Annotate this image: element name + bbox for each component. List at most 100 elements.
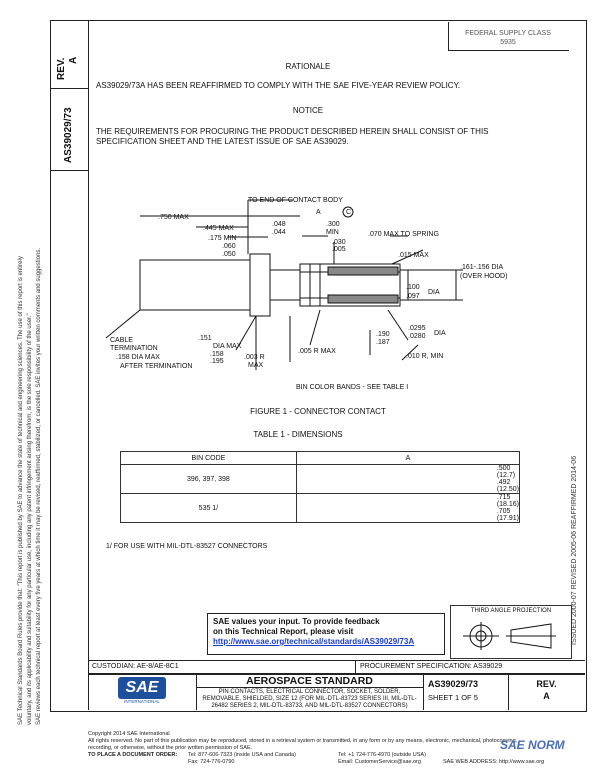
title-rev-value: A: [543, 691, 550, 701]
docnum-divider: [50, 170, 88, 171]
dim-060: .060: [222, 243, 236, 250]
dim-048: .048: [272, 221, 286, 228]
label-c: C: [346, 209, 351, 216]
footer-rights: All rights reserved. No part of this pub…: [88, 738, 518, 744]
label-a: A: [316, 209, 321, 216]
dim-0280: .0280: [408, 333, 426, 340]
neck: [269, 269, 301, 301]
left-revision-column: [50, 20, 89, 710]
dim-0295: .0295: [408, 325, 426, 332]
procurement-spec: PROCUREMENT SPECIFICATION: AS39029: [360, 663, 503, 670]
footer-tel2: Tel: +1 724-776-4970 (outside USA): [338, 752, 426, 758]
table-header-a: A: [295, 451, 521, 465]
cable-termination-1: CABLE: [110, 337, 133, 344]
shoulder-band: [249, 253, 271, 317]
page-frame: [50, 20, 587, 712]
dim-161: .161-.156 DIA: [460, 264, 504, 271]
footer-web: SAE WEB ADDRESS: http://www.sae.org: [443, 759, 545, 765]
table-row-a1-1: .500 (12.7): [295, 464, 521, 479]
footer: Copyright 2014 SAE International All rig…: [88, 731, 558, 766]
watermark: SAE NORM: [500, 738, 565, 752]
dim-151: .151: [198, 335, 212, 342]
dim-overhood: (OVER HOOD): [460, 273, 507, 280]
table-row-bin-2: 535 1/: [120, 493, 297, 523]
figure-caption: FIGURE 1 - CONNECTOR CONTACT: [250, 407, 386, 416]
footer-rights-2: recording, or otherwise, without the pri…: [88, 745, 253, 751]
table-row-a2-1: .492 (12.50): [295, 479, 521, 494]
cable-barrel: [139, 259, 251, 311]
footer-tel1: Tel: 877-606-7323 (inside USA and Canada…: [188, 752, 296, 758]
dim-100: .100: [406, 284, 420, 291]
dim-to-end: TO END OF CONTACT BODY: [248, 197, 343, 204]
table-row-bin-1: 396, 397, 398: [120, 464, 297, 494]
custodian: CUSTODIAN: AE-8/AE-8C1: [92, 663, 179, 670]
dim-min: MIN: [326, 229, 339, 236]
table-row-a1-2: .715 (18.16): [295, 493, 521, 508]
dim-003r: .003 R: [244, 354, 265, 361]
dimensions-table: BIN CODE A 396, 397, 398 .500 (12.7) .49…: [120, 451, 521, 523]
footer-order-label: TO PLACE A DOCUMENT ORDER:: [88, 752, 178, 758]
dim-158: .158: [210, 351, 224, 358]
revision-history: ISSUED 2000-07 REVISED 2005-06 REAFFIRME…: [571, 455, 578, 645]
margin-text-3: SAE reviews each technical report at lea…: [36, 247, 42, 725]
table-header-bin: BIN CODE: [120, 451, 297, 465]
dim-187: .187: [376, 339, 390, 346]
rev-label: REV.: [56, 57, 67, 80]
dim-005r: .005 R MAX: [298, 348, 336, 355]
footer-email: Email: CustomerService@sae.org: [338, 759, 421, 765]
dim-300: .300: [326, 221, 340, 228]
doc-number-vertical: AS39029/73: [63, 107, 74, 163]
sae-logo-subtitle: INTERNATIONAL: [124, 699, 160, 704]
sae-logo: SAE INTERNATIONAL: [118, 677, 166, 705]
dim-050: .050: [222, 251, 236, 258]
title-doc-number: AS39029/73: [428, 679, 479, 689]
dim-044: .044: [272, 229, 286, 236]
aerospace-standard-title: AEROSPACE STANDARD: [246, 675, 373, 687]
rev-value: A: [68, 56, 79, 64]
sae-logo-mark: SAE: [118, 677, 166, 699]
document-description: PIN CONTACTS, ELECTRICAL CONNECTOR, SOCK…: [202, 689, 417, 709]
feedback-line2: on this Technical Report, please visit: [213, 627, 354, 636]
custodian-divider-top: [88, 660, 585, 661]
dim-097: .097: [406, 293, 420, 300]
third-angle-projection-box: THIRD ANGLE PROJECTION: [450, 605, 572, 659]
cable-termination-2: TERMINATION: [110, 345, 158, 352]
footer-fax: Fax: 724-776-0790: [188, 759, 235, 765]
feedback-line1: SAE values your input. To provide feedba…: [213, 617, 380, 626]
dim-005: .005: [332, 246, 346, 253]
rationale-text: AS39029/73A HAS BEEN REAFFIRMED TO COMPL…: [96, 81, 461, 90]
feedback-link[interactable]: http://www.sae.org/technical/standards/A…: [213, 637, 415, 646]
dim-015: .015 MAX: [398, 252, 429, 259]
rev-vertical: REV.: [56, 58, 67, 80]
socket-tip: [399, 269, 409, 301]
connector-contact-drawing: TO END OF CONTACT BODY .750 MAX .445 MAX…: [105, 197, 507, 390]
rev-divider: [50, 88, 88, 89]
rationale-title: RATIONALE: [285, 62, 331, 71]
dim-010r: .010 R, MIN: [406, 353, 443, 360]
dim-diamax: DIA MAX: [213, 343, 242, 350]
dim-175: .175 MIN: [208, 235, 236, 242]
dim-195: .195: [210, 358, 224, 365]
federal-supply-box: [448, 22, 569, 51]
dim-445: .445 MAX: [203, 225, 234, 232]
federal-supply-line2: 5935: [500, 39, 516, 46]
dim-070: .070 MAX TO SPRING: [368, 231, 439, 238]
dim-030: .030: [332, 239, 346, 246]
table-caption: TABLE 1 - DIMENSIONS: [253, 430, 343, 439]
projection-symbol-icon: [463, 622, 556, 650]
dim-750: .750 MAX: [158, 214, 189, 221]
dim-dia: DIA: [428, 289, 440, 296]
third-angle-label: THIRD ANGLE PROJECTION: [470, 608, 552, 614]
bin-color-note: BIN COLOR BANDS - SEE TABLE I: [296, 384, 408, 390]
title-block: SAE INTERNATIONAL AEROSPACE STANDARD PIN…: [88, 663, 585, 710]
footnote: 1/ FOR USE WITH MIL-DTL-83527 CONNECTORS: [106, 543, 268, 550]
dim-158-diamax: .158 DIA MAX: [116, 354, 160, 361]
federal-supply-line1: FEDERAL SUPPLY CLASS: [465, 30, 551, 37]
rev-value-vertical: A: [68, 57, 79, 64]
footer-copyright: Copyright 2014 SAE International: [88, 731, 170, 737]
dim-dia2: DIA: [434, 330, 446, 337]
dim-max: MAX: [248, 362, 264, 369]
feedback-box: SAE values your input. To provide feedba…: [207, 613, 445, 655]
notice-title: NOTICE: [292, 106, 324, 115]
notice-text: THE REQUIREMENTS FOR PROCURING THE PRODU…: [96, 127, 489, 146]
